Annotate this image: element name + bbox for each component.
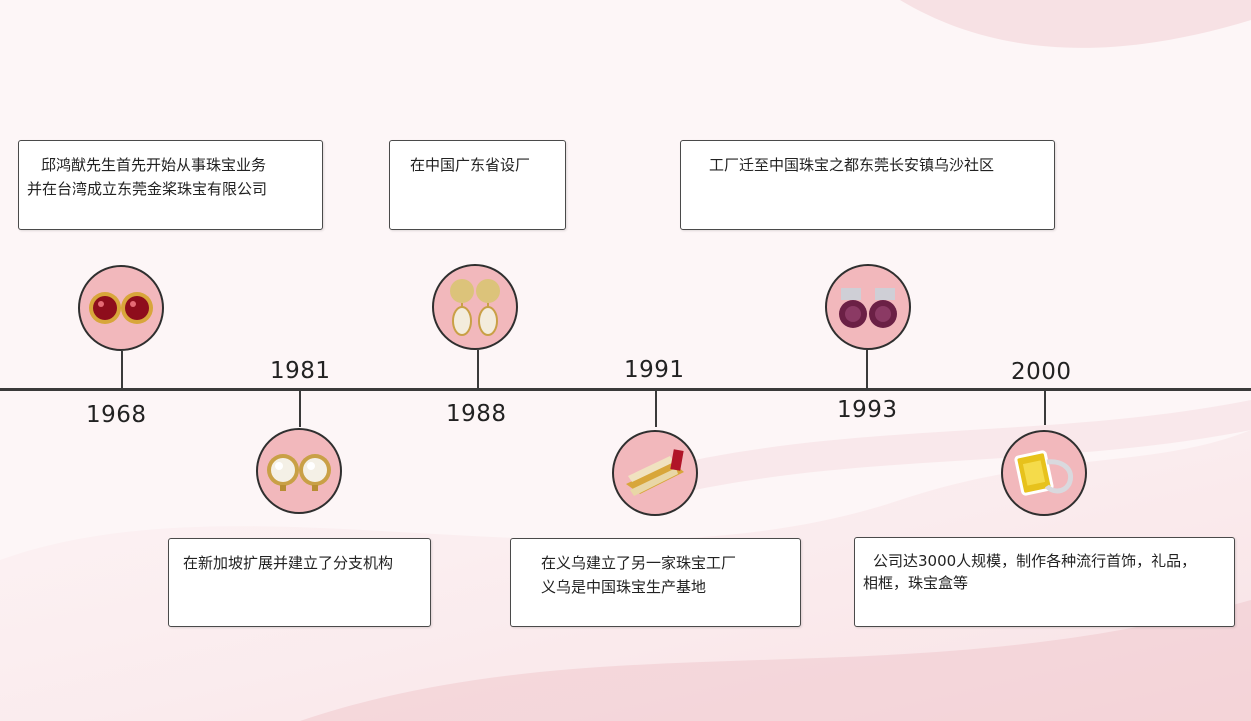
event-1991-line-1: 在义乌建立了另一家珠宝工厂 [541,554,737,572]
event-2000-tick [1044,391,1046,425]
event-1993-line-1: 工厂迁至中国珠宝之都东莞长安镇乌沙社区 [709,156,995,174]
event-1968-tick [121,351,123,389]
event-1968-line-1: 邱鸿猷先生首先开始从事珠宝业务 [41,156,267,174]
event-1991-line-2: 义乌是中国珠宝生产基地 [541,578,707,596]
event-1988-image [432,264,518,350]
event-1981-tick [299,391,301,427]
event-1988-year: 1988 [446,401,507,427]
event-1968-line-2: 并在台湾成立东莞金桨珠宝有限公司 [27,180,268,198]
gold-ruby-ring-icon [626,449,684,496]
gold-drop-earrings-icon [450,279,500,336]
event-2000-description: 公司达3000人规模，制作各种流行首饰，礼品， 相框，珠宝盒等 [854,537,1235,627]
event-1991-image [612,430,698,516]
event-2000-year: 2000 [1011,359,1072,385]
event-1981-image [256,428,342,514]
event-1968-description: 邱鸿猷先生首先开始从事珠宝业务 并在台湾成立东莞金桨珠宝有限公司 [18,140,323,230]
event-1981-description: 在新加坡扩展并建立了分支机构 [168,538,431,627]
event-1993-description: 工厂迁至中国珠宝之都东莞长安镇乌沙社区 [680,140,1055,230]
citrine-ring-icon [1014,450,1073,496]
event-2000-line-1: 公司达3000人规模，制作各种流行首饰，礼品， [873,552,1197,570]
event-1991-tick [655,391,657,427]
event-1993-tick [866,350,868,389]
timeline-axis [0,388,1251,391]
red-stud-earrings-icon [89,292,153,324]
event-1981-year: 1981 [270,358,331,384]
event-1993-image [825,264,911,350]
event-1988-description: 在中国广东省设厂 [389,140,566,230]
event-1988-tick [477,350,479,389]
event-1968-image [78,265,164,351]
event-1993-year: 1993 [837,397,898,423]
event-1981-line-1: 在新加坡扩展并建立了分支机构 [183,554,394,572]
event-1991-description: 在义乌建立了另一家珠宝工厂 义乌是中国珠宝生产基地 [510,538,801,627]
event-2000-line-2: 相框，珠宝盒等 [863,574,969,592]
event-1991-year: 1991 [624,357,685,383]
pearl-stud-earrings-icon [267,454,331,491]
purple-crystal-earrings-icon [839,288,897,328]
event-1968-year: 1968 [86,402,147,428]
event-2000-image [1001,430,1087,516]
event-1988-line-1: 在中国广东省设厂 [410,156,531,174]
